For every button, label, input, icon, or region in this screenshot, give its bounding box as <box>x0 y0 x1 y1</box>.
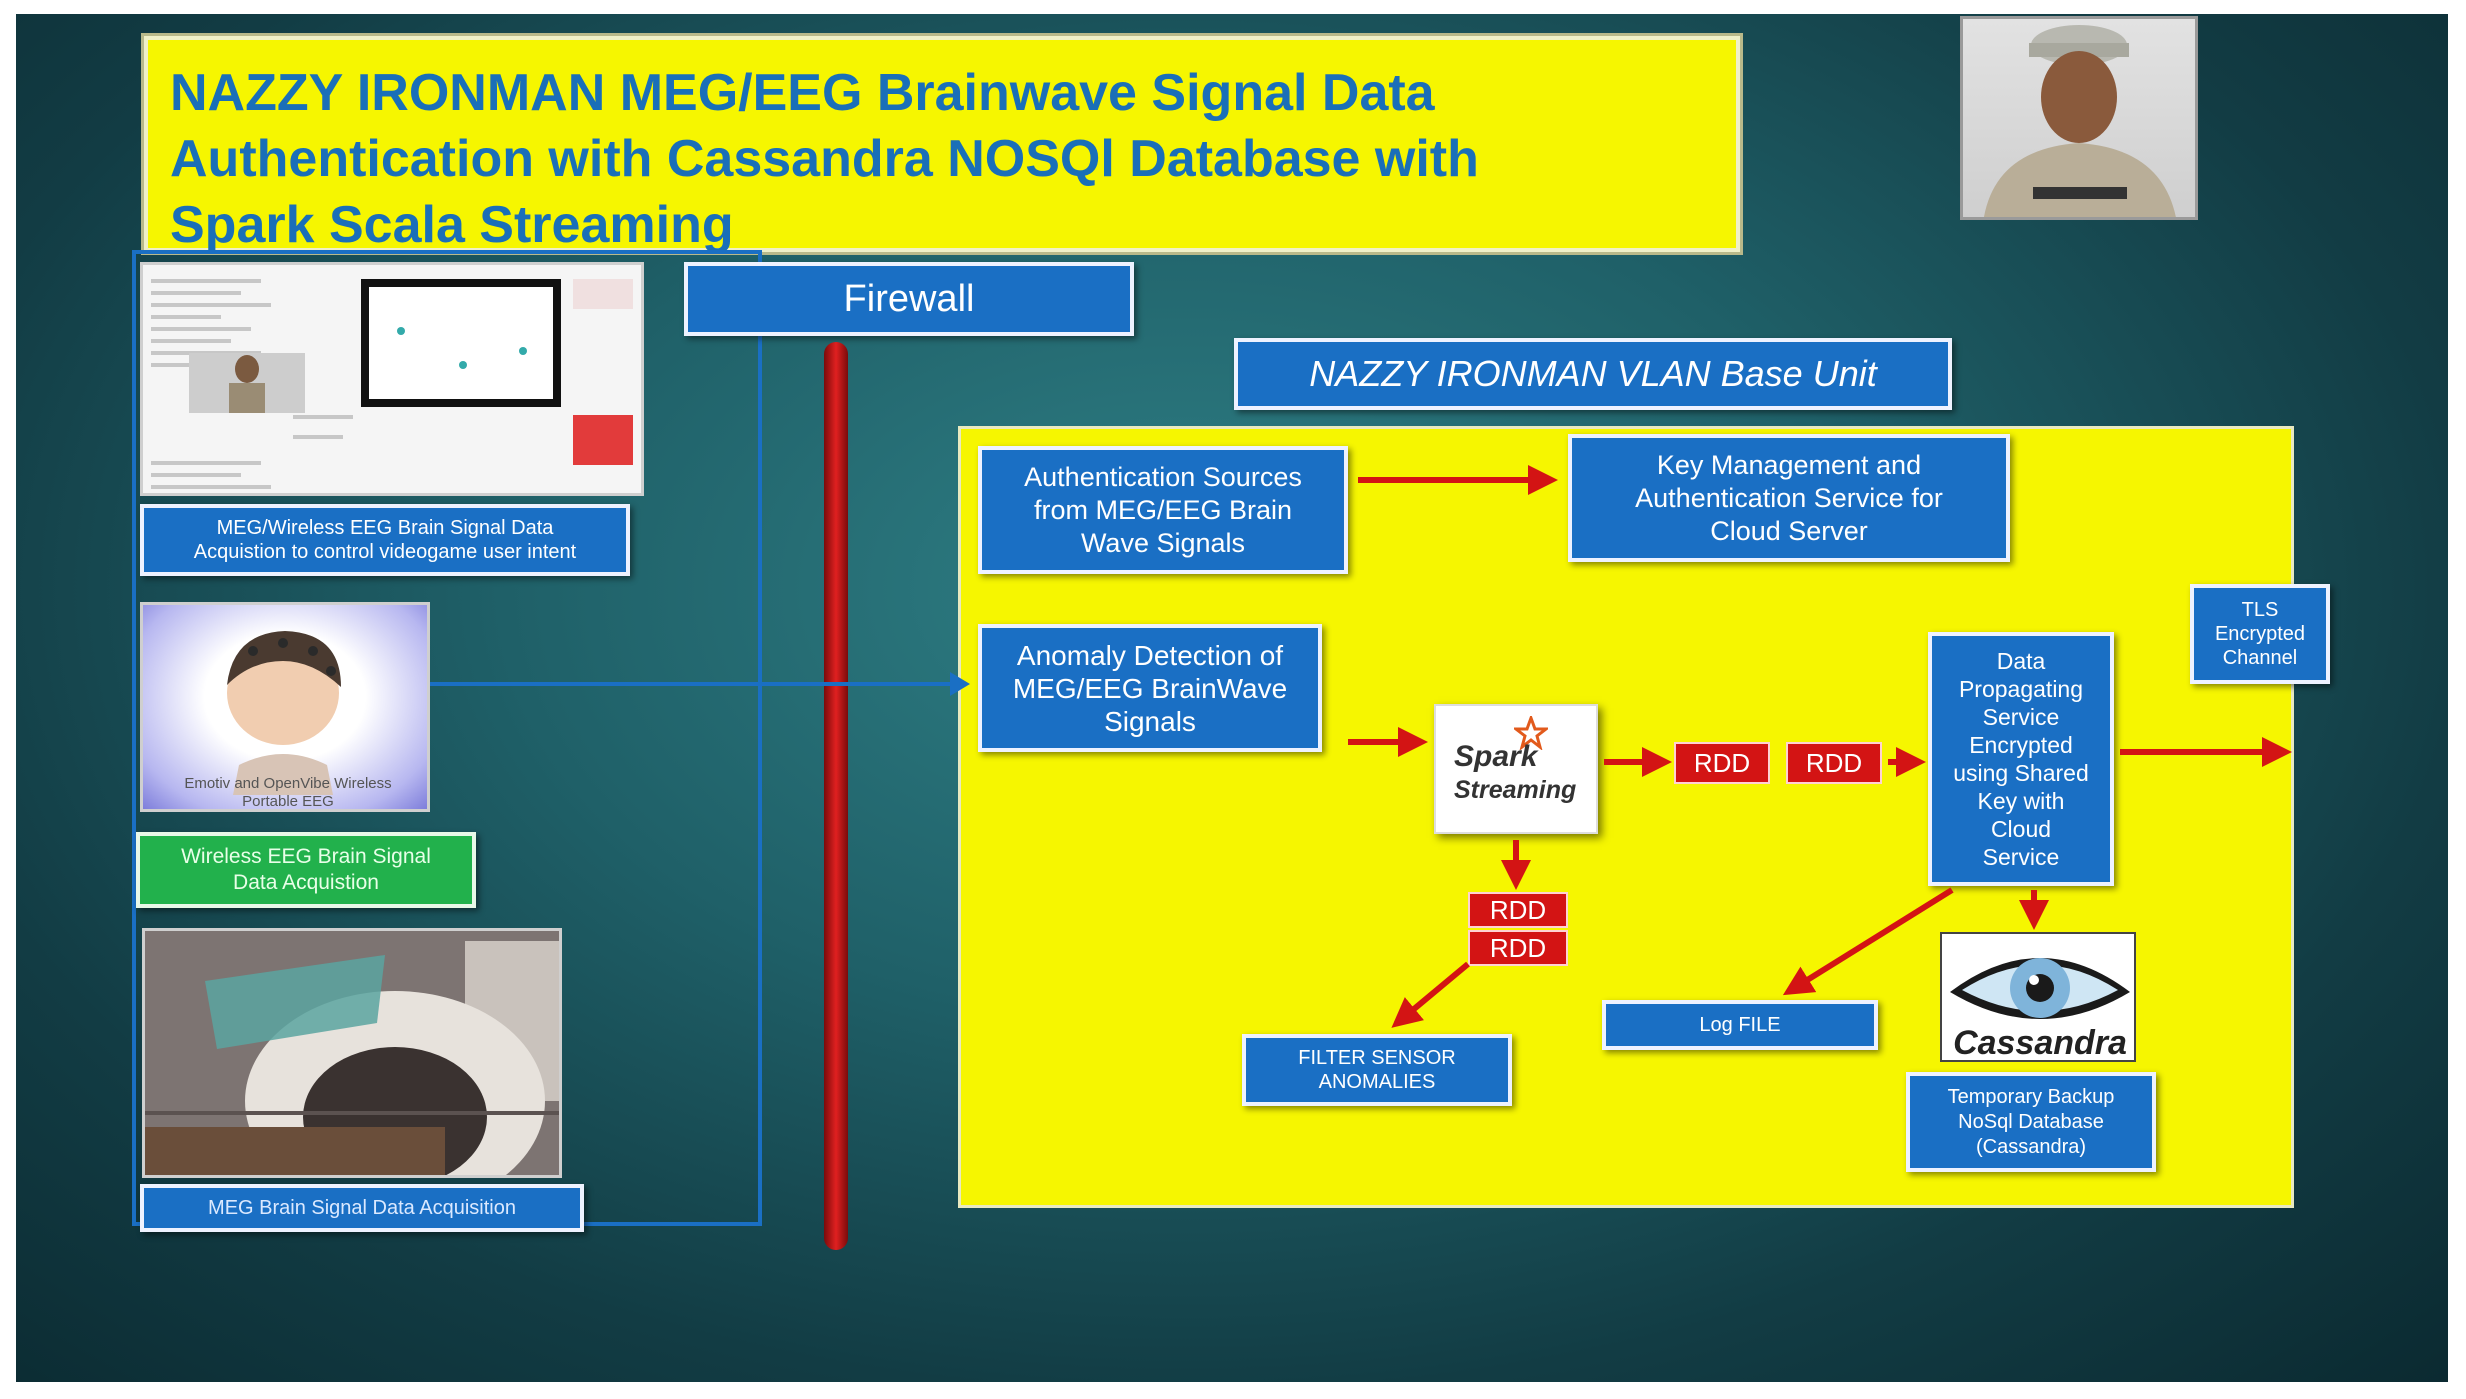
anomaly-line-2: MEG/EEG BrainWave <box>1012 672 1288 704</box>
temporary-backup-line-2: NoSql Database <box>1958 1110 2104 1133</box>
key-management-line-3: Cloud Server <box>1710 515 1868 546</box>
rdd-label-3: RDD <box>1489 894 1547 925</box>
data-propagating-line-4: Encrypted <box>1969 732 2073 758</box>
rdd-label-2: RDD <box>1805 747 1863 778</box>
cassandra-logo-word: Cassandra <box>1953 1024 2127 1062</box>
anomaly-detection-box: Anomaly Detection of MEG/EEG BrainWave S… <box>978 624 1322 752</box>
data-propagating-line-8: Service <box>1982 844 2060 870</box>
rdd-box-3: RDD <box>1468 892 1568 928</box>
data-propagating-line-3: Service <box>1982 704 2060 730</box>
tls-line-1: TLS <box>2241 599 2279 621</box>
firewall-label: Firewall <box>843 277 975 320</box>
data-propagating-line-2: Propagating <box>1958 676 2084 702</box>
filter-line-1: FILTER SENSOR <box>1298 1047 1456 1069</box>
rdd-box-1: RDD <box>1674 742 1770 784</box>
data-propagating-line-7: Cloud <box>1990 816 2052 842</box>
data-propagating-line-5: using Shared <box>1953 760 2089 786</box>
meg-scanner-icon <box>145 931 559 1175</box>
screenshot-thumbnail <box>140 262 644 496</box>
auth-sources-line-1: Authentication Sources <box>1024 461 1302 492</box>
title-line-2: Authentication with Cassandra NOSQl Data… <box>170 130 1479 188</box>
data-propagating-line-1: Data <box>1996 648 2046 674</box>
meg-caption-text: MEG Brain Signal Data Acquisition <box>208 1196 516 1219</box>
tls-line-2: Encrypted <box>2214 623 2306 645</box>
anomaly-line-1: Anomaly Detection of <box>1016 639 1284 671</box>
slide-title: NAZZY IRONMAN MEG/EEG Brainwave Signal D… <box>144 36 1740 254</box>
title-line-3: Spark Scala Streaming <box>170 196 734 254</box>
log-file-box: Log FILE <box>1602 1000 1878 1050</box>
firewall-bar <box>824 342 848 1250</box>
data-propagating-box: Data Propagating Service Encrypted using… <box>1928 632 2114 886</box>
rdd-box-4: RDD <box>1468 930 1568 966</box>
eeg-headset-icon <box>227 631 341 795</box>
auth-sources-box: Authentication Sources from MEG/EEG Brai… <box>978 446 1348 574</box>
key-management-line-2: Authentication Service for <box>1635 482 1943 513</box>
screen-capture-icon <box>143 265 641 493</box>
rdd-label-4: RDD <box>1489 932 1547 963</box>
filter-line-2: ANOMALIES <box>1318 1071 1436 1093</box>
firewall-box: Firewall <box>684 262 1134 336</box>
meg-caption: MEG Brain Signal Data Acquisition <box>140 1184 584 1232</box>
spark-star-icon <box>1514 716 1548 750</box>
temporary-backup-line-3: (Cassandra) <box>1975 1135 2087 1158</box>
spark-streaming-logo: Spark Streaming <box>1434 704 1598 834</box>
filter-sensor-box: FILTER SENSOR ANOMALIES <box>1242 1034 1512 1106</box>
cassandra-logo: Cassandra <box>1940 932 2136 1062</box>
wireless-eeg-caption-line-2: Data Acquistion <box>233 871 379 894</box>
rdd-box-2: RDD <box>1786 742 1882 784</box>
presenter-icon <box>1984 25 2176 217</box>
auth-sources-line-2: from MEG/EEG Brain <box>1033 494 1293 525</box>
key-management-box: Key Management and Authentication Servic… <box>1568 434 2010 562</box>
eeg-child-photo: Emotiv and OpenVibe Wireless Portable EE… <box>140 602 430 812</box>
data-propagating-line-6: Key with <box>1977 788 2065 814</box>
meg-scanner-photo <box>142 928 562 1178</box>
tls-channel-box: TLS Encrypted Channel <box>2190 584 2330 684</box>
meg-wireless-caption-line-2: Acquistion to control videogame user int… <box>193 541 577 563</box>
key-management-line-1: Key Management and <box>1656 449 1922 480</box>
title-line-1: NAZZY IRONMAN MEG/EEG Brainwave Signal D… <box>170 64 1435 122</box>
vlan-label: NAZZY IRONMAN VLAN Base Unit <box>1309 353 1877 394</box>
rdd-label-1: RDD <box>1693 747 1751 778</box>
tls-line-3: Channel <box>2222 647 2298 669</box>
presenter-webcam <box>1960 16 2198 220</box>
emotiv-caption-line-2: Portable EEG <box>242 793 334 810</box>
anomaly-line-3: Signals <box>1104 705 1196 737</box>
wireless-eeg-caption: Wireless EEG Brain Signal Data Acquistio… <box>136 832 476 908</box>
meg-wireless-caption-line-1: MEG/Wireless EEG Brain Signal Data <box>216 517 554 539</box>
vlan-box: NAZZY IRONMAN VLAN Base Unit <box>1234 338 1952 410</box>
temporary-backup-line-1: Temporary Backup <box>1947 1085 2115 1108</box>
auth-sources-line-3: Wave Signals <box>1080 527 1246 558</box>
slide: NAZZY IRONMAN MEG/EEG Brainwave Signal D… <box>16 14 2448 1382</box>
emotiv-caption: Emotiv and OpenVibe Wireless Portable EE… <box>143 775 427 810</box>
spark-logo-word-1: Spark <box>1454 740 1538 773</box>
wireless-eeg-caption-line-1: Wireless EEG Brain Signal <box>181 845 431 868</box>
log-file-label: Log FILE <box>1699 1013 1781 1036</box>
spark-logo-word-2: Streaming <box>1454 776 1577 804</box>
eeg-to-anomaly-arrow <box>430 672 970 696</box>
meg-wireless-caption: MEG/Wireless EEG Brain Signal Data Acqui… <box>140 504 630 576</box>
temporary-backup-box: Temporary Backup NoSql Database (Cassand… <box>1906 1072 2156 1172</box>
emotiv-caption-line-1: Emotiv and OpenVibe Wireless <box>184 775 392 792</box>
cassandra-eye-icon <box>1950 958 2130 1019</box>
